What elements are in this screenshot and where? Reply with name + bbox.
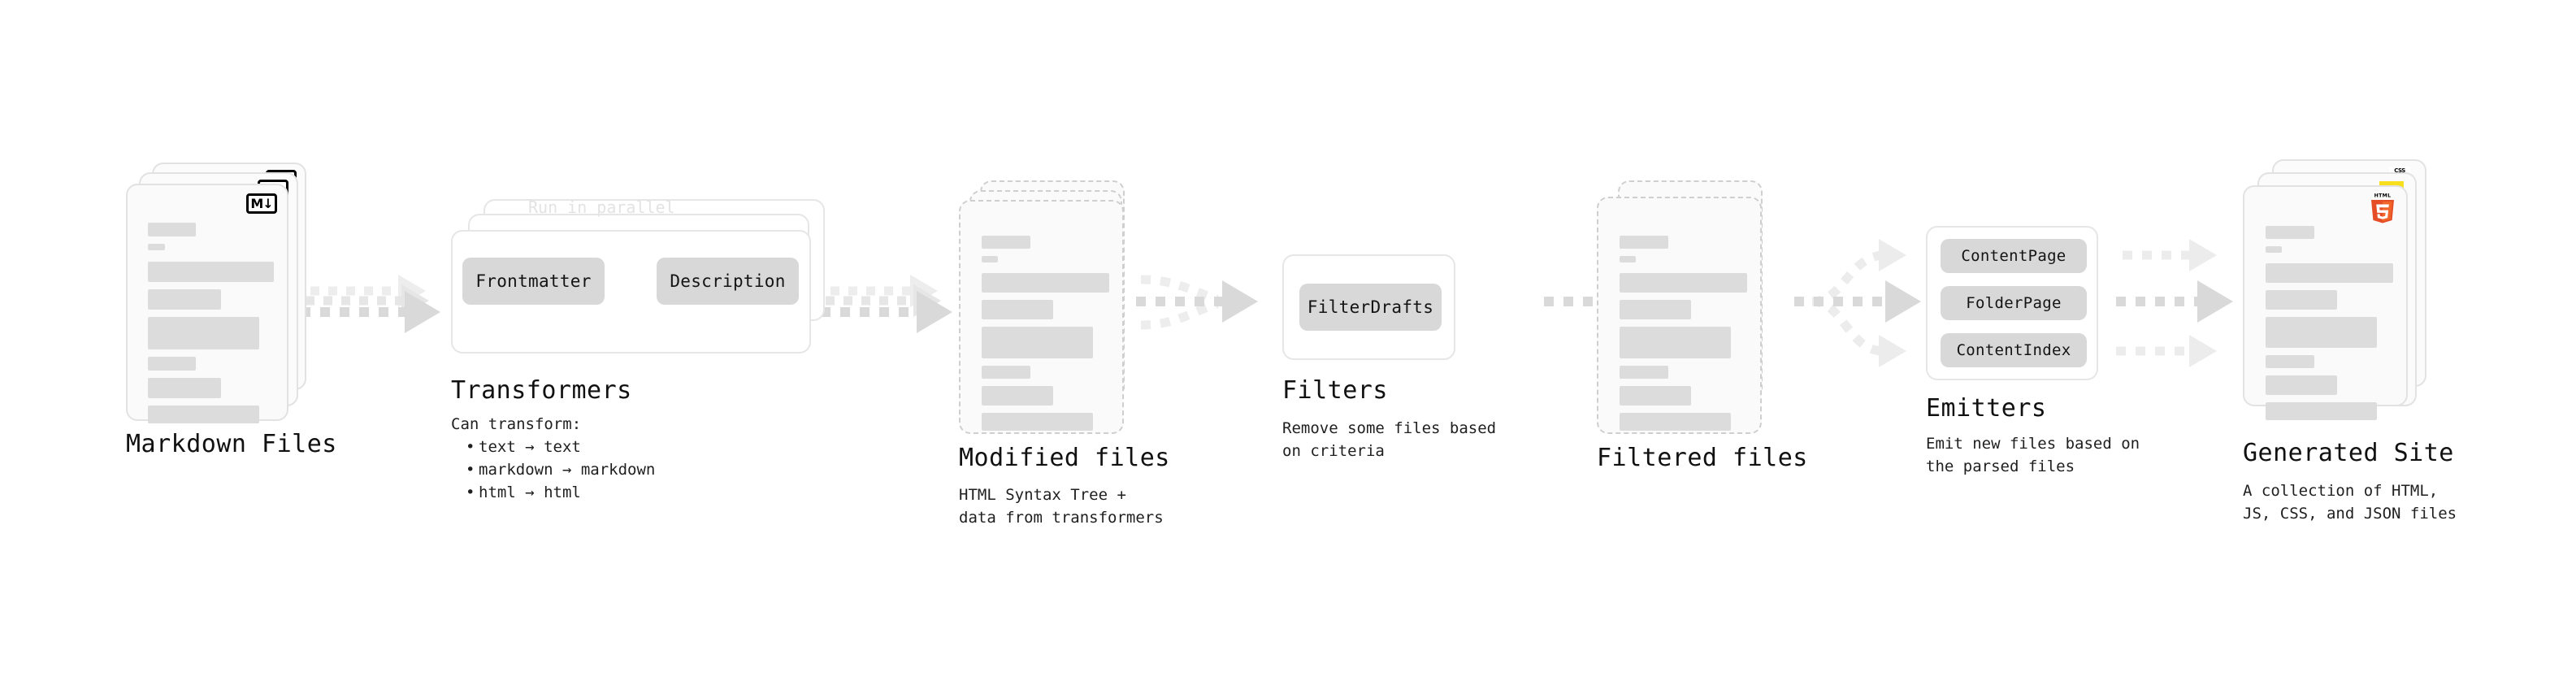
markdown-card-content <box>148 223 275 431</box>
content-bar <box>148 317 259 349</box>
transformers-bullet-list: text → text markdown → markdown html → h… <box>466 436 655 504</box>
emitters-desc: Emit new files based on the parsed files <box>1926 435 2140 475</box>
content-bar <box>1619 273 1748 293</box>
stage-title-markdown-files: Markdown Files <box>126 430 337 458</box>
generated-card-front-html: HTML <box>2243 185 2408 420</box>
content-bar <box>1619 256 1637 262</box>
content-bar <box>1619 327 1731 358</box>
arrow-transformers-to-modified <box>821 275 952 333</box>
content-bar <box>2265 290 2337 310</box>
arrow-filtered-to-emitters <box>1794 239 1921 367</box>
stage-title-filtered-files: Filtered files <box>1597 444 1808 472</box>
markdown-card-front: M↓ <box>126 184 288 423</box>
generated-card-content <box>2265 226 2394 427</box>
filtered-card-front <box>1597 197 1762 434</box>
filtered-card-content <box>1619 236 1748 438</box>
content-bar <box>981 327 1093 358</box>
list-item: text → text <box>466 436 655 458</box>
transformers-desc-lead: Can transform: <box>451 415 582 433</box>
generated-site-stack: CSS HTML <box>2243 159 2438 427</box>
svg-text:HTML: HTML <box>2374 193 2392 199</box>
content-bar <box>2265 355 2314 368</box>
content-bar <box>148 262 275 282</box>
stage-title-generated-site: Generated Site <box>2243 439 2454 467</box>
filters-desc: Remove some files based on criteria <box>1282 419 1497 460</box>
content-bar <box>148 244 165 250</box>
modified-card-front <box>959 200 1124 434</box>
content-bar <box>1619 386 1691 406</box>
content-bar <box>2265 375 2337 395</box>
content-bar <box>2265 246 2283 253</box>
modified-files-stack <box>959 180 1146 440</box>
list-item: html → html <box>466 481 655 504</box>
markdown-icon: M↓ <box>246 193 277 214</box>
content-bar <box>981 273 1110 293</box>
markdown-files-stack: M↓ M↓ M↓ <box>126 163 313 423</box>
run-in-parallel-label: Run in parallel <box>528 197 675 217</box>
stage-title-emitters: Emitters <box>1926 394 2047 423</box>
stage-title-filters: Filters <box>1282 376 1388 405</box>
content-bar <box>981 300 1053 319</box>
content-bar <box>2265 226 2314 239</box>
content-bar <box>1619 366 1668 379</box>
content-bar <box>148 357 197 371</box>
pill-filterdrafts[interactable]: FilterDrafts <box>1299 284 1442 331</box>
pill-contentpage[interactable]: ContentPage <box>1941 239 2087 273</box>
arrow-modified-to-filters <box>1136 275 1258 330</box>
content-bar <box>148 223 197 236</box>
list-item: markdown → markdown <box>466 458 655 481</box>
content-bar <box>148 289 222 310</box>
content-bar <box>2265 402 2377 420</box>
arrow-markdown-to-transformers <box>301 275 440 333</box>
generated-site-desc: A collection of HTML, JS, CSS, and JSON … <box>2243 482 2457 523</box>
content-bar <box>981 366 1030 379</box>
content-bar <box>1619 413 1731 431</box>
stage-title-transformers: Transformers <box>451 376 632 405</box>
transformers-group: Frontmatter Description Frontmatter Desc… <box>451 199 833 362</box>
html5-icon: HTML <box>2369 192 2396 223</box>
pill-frontmatter[interactable]: Frontmatter <box>462 258 605 305</box>
content-bar <box>981 413 1093 431</box>
pill-contentindex[interactable]: ContentIndex <box>1941 333 2087 367</box>
content-bar <box>1619 300 1691 319</box>
content-bar <box>148 406 259 423</box>
pill-folderpage[interactable]: FolderPage <box>1941 286 2087 320</box>
content-bar <box>981 386 1053 406</box>
arrow-emitters-to-site <box>2116 239 2233 367</box>
content-bar <box>981 256 999 262</box>
filtered-files-stack <box>1597 180 1784 440</box>
content-bar <box>2265 263 2394 283</box>
filters-box: FilterDrafts <box>1282 254 1455 360</box>
content-bar <box>148 378 222 398</box>
pill-description[interactable]: Description <box>657 258 799 305</box>
transformer-card-front: Frontmatter Description <box>451 230 811 354</box>
emitters-box: ContentPage FolderPage ContentIndex <box>1926 226 2098 380</box>
content-bar <box>1619 236 1668 249</box>
modified-card-content <box>981 236 1110 438</box>
content-bar <box>2265 317 2377 348</box>
modified-files-desc: HTML Syntax Tree + data from transformer… <box>959 486 1164 527</box>
stage-title-modified-files: Modified files <box>959 444 1170 472</box>
content-bar <box>981 236 1030 249</box>
